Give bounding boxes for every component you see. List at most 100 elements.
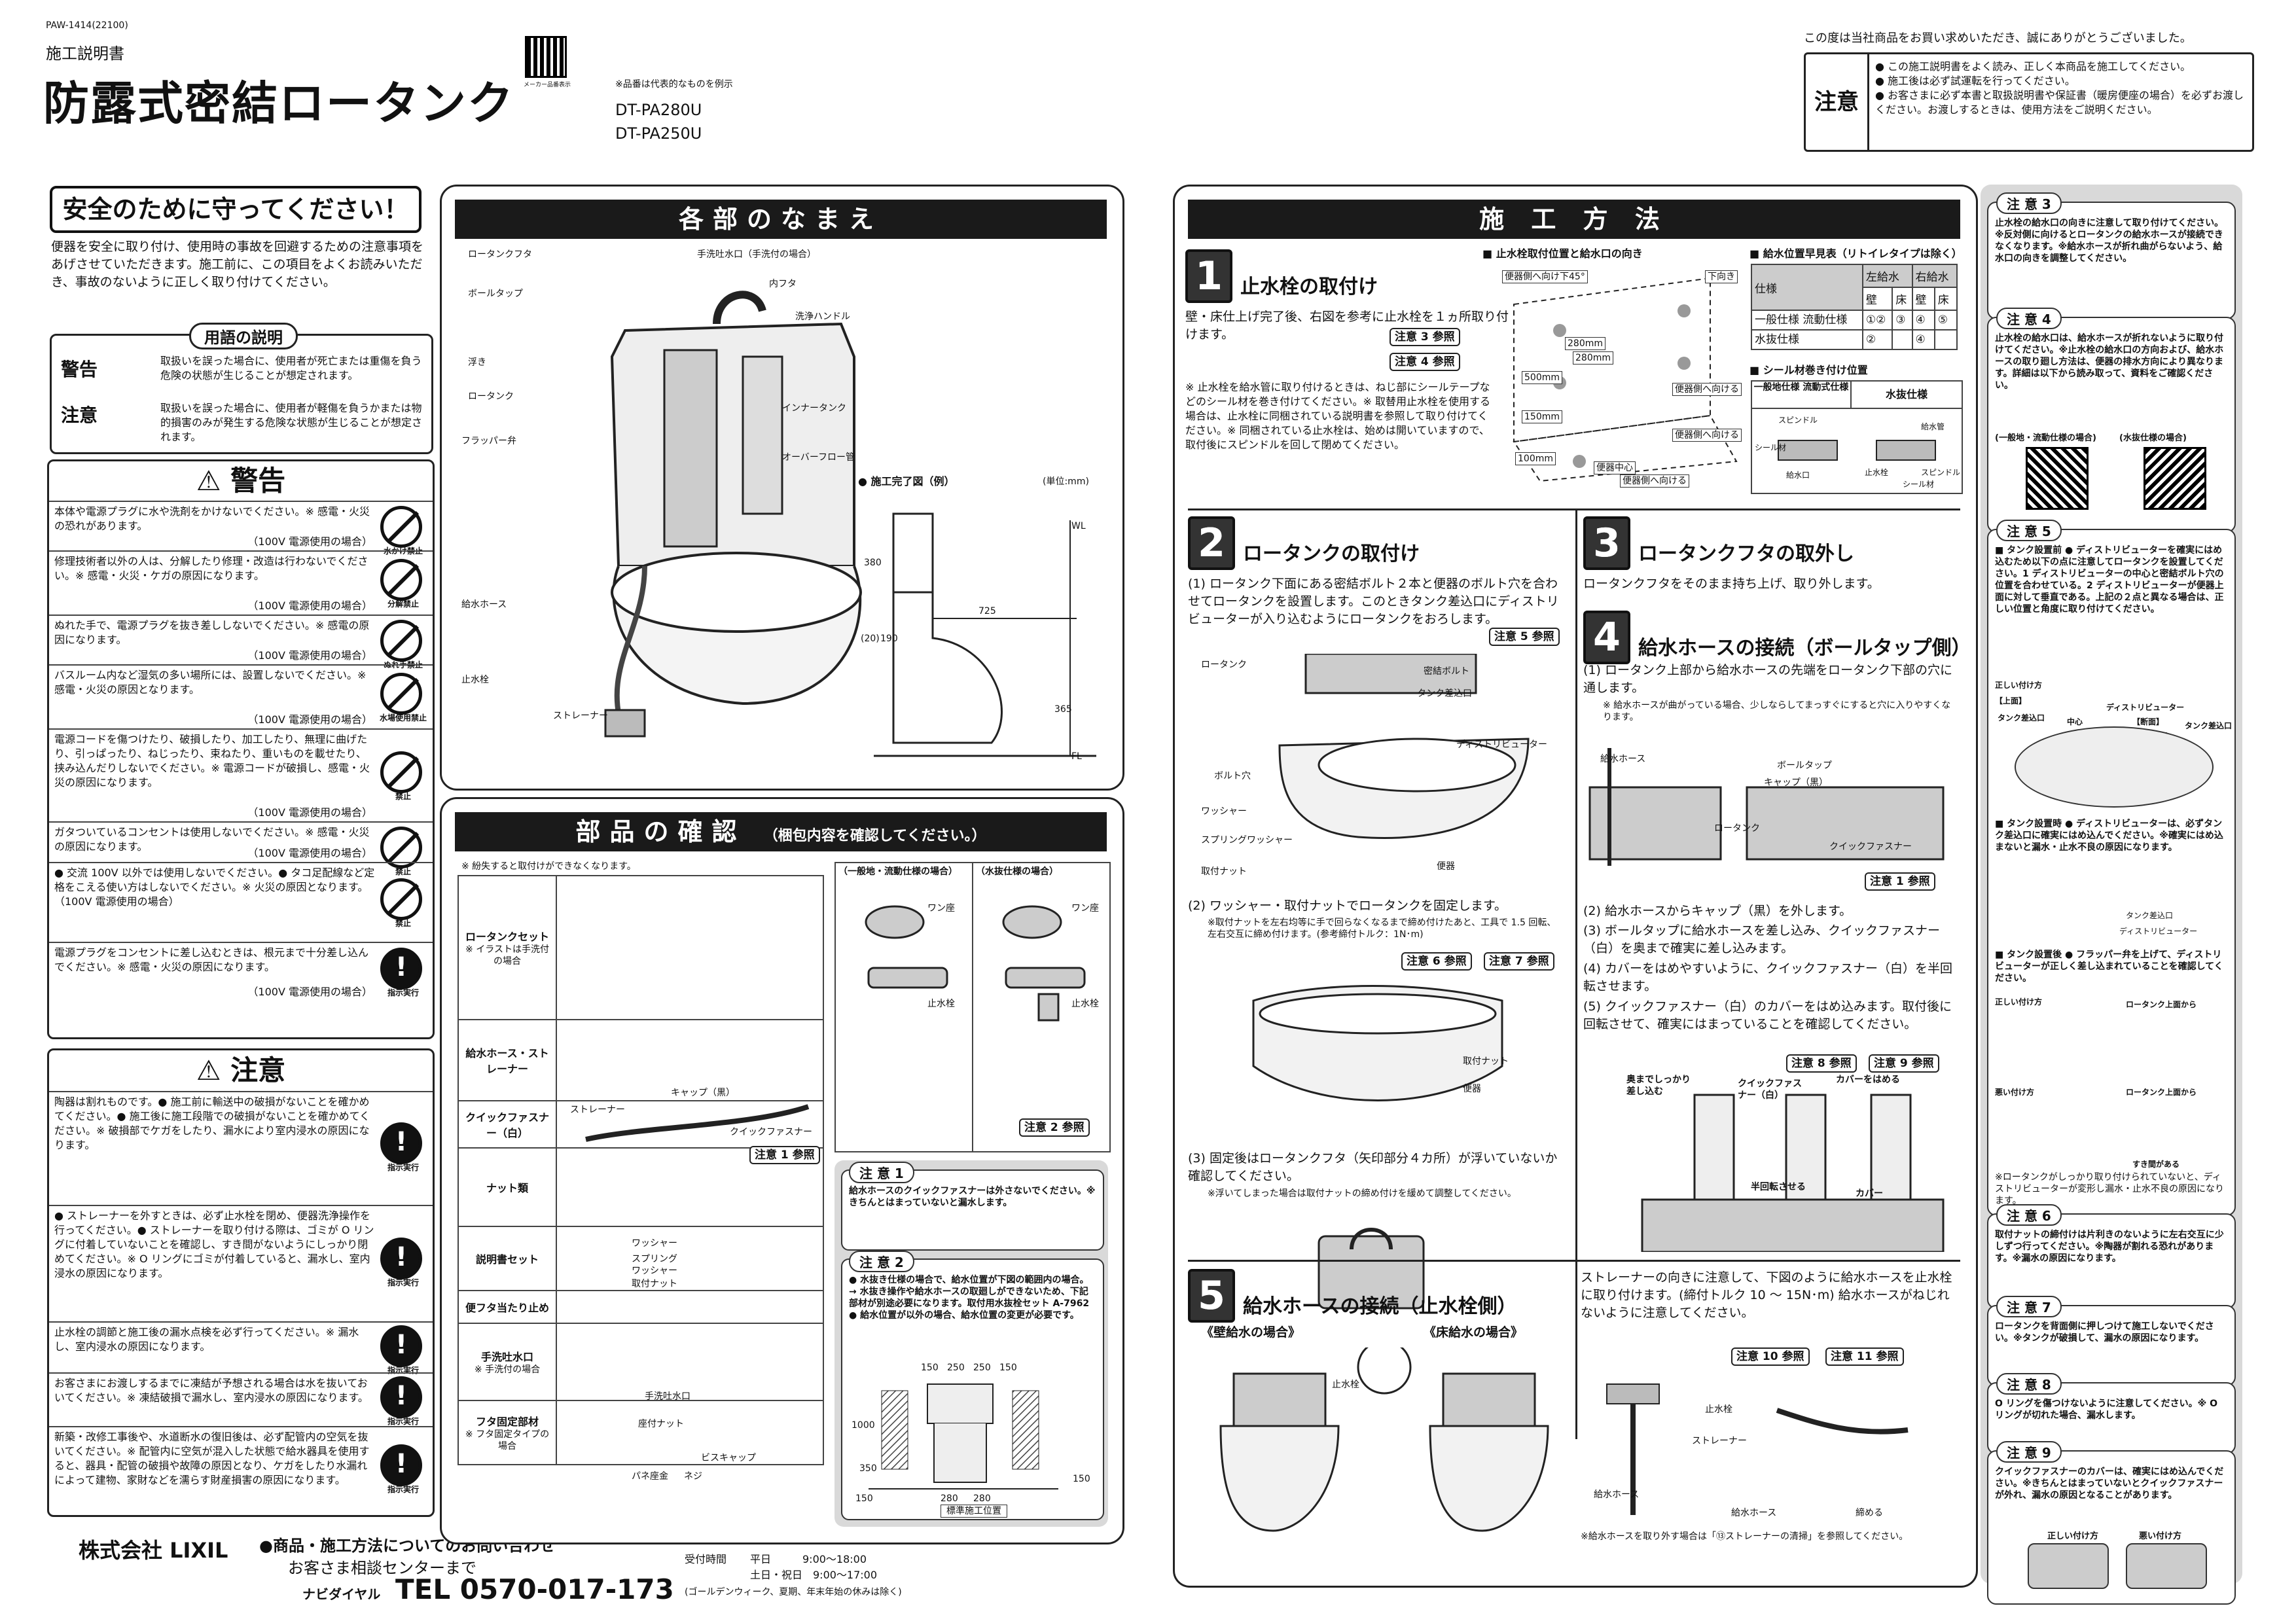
divider: [1188, 508, 1960, 510]
warning-row: ぬれた手で、電源プラグを抜き差ししないでください。※ 感電の原因になります。（1…: [49, 615, 433, 669]
th-left: 左給水: [1861, 264, 1913, 288]
position-title: ■ 止水栓取付位置と給水口の向き: [1482, 247, 1643, 260]
parts-name-cell: 説明書セット: [457, 1226, 557, 1291]
parts-image-cell: [556, 1019, 824, 1101]
part-name-label: ストレーナー: [553, 711, 608, 721]
caution-text: ● ストレーナーを外すときは、必ず止水栓を閉め、便器洗浄操作を行ってください。●…: [54, 1209, 374, 1279]
step-2-label: ボルト穴: [1214, 771, 1251, 781]
part-name-label: 浮き: [468, 357, 486, 368]
part-name: ロータンクセット: [465, 931, 549, 943]
step-4-label: ボールタップ: [1777, 760, 1832, 771]
dimension-unit: (単位:mm): [1043, 476, 1089, 487]
seal-label: 給水管: [1921, 422, 1945, 431]
caution-text: お客さまにお渡しするまでに凍結が予想される場合は水を抜いておいてください。※ 凍…: [54, 1377, 368, 1404]
position-drawing: [1513, 277, 1738, 482]
cell: ④: [1911, 310, 1935, 330]
step-2-label: タンク差込口: [1417, 688, 1472, 699]
part-name: 給水ホース・ストレーナー: [465, 1047, 549, 1075]
shisuisen-label-2: 止水栓: [1071, 999, 1099, 1009]
position-label: 150mm: [1522, 410, 1562, 423]
term-caution-desc: 取扱いを誤った場合に、使用者が軽傷を負うかまたは物的損害のみが発生する危険な状態…: [160, 402, 423, 443]
note-2-tag: 注 意 2: [849, 1251, 914, 1272]
cell: ③: [1892, 310, 1913, 330]
position-label: 280mm: [1573, 351, 1613, 365]
caution-text: 止水栓の調節と施工後の漏水点検を必ず行ってください。※ 漏水し、室内浸水の原因に…: [54, 1326, 359, 1353]
parts-check-bar: 部品の確認 （梱包内容を確認してください。）: [455, 812, 1107, 851]
warning-title: ⚠ 警告: [196, 465, 286, 497]
step-5-label: 給水ホース: [1594, 1489, 1640, 1500]
dimension-title: ● 施工完了図（例）: [858, 475, 955, 488]
parts-check-note: ※ 紛失すると取付けができなくなります。: [461, 861, 636, 872]
side-note-text: ■ タンク設置前 ● ディストリビューターを確実にはめ込むため以下の点に注意して…: [1995, 545, 2224, 615]
step-5-text: ストレーナーの向きに注意して、下図のように給水ホースを止水栓に取り付けます。(締…: [1581, 1270, 1952, 1320]
step-4-label: クイックファスナー: [1829, 842, 1912, 852]
cell: [1892, 329, 1913, 350]
caution-box: 注意 ● この施工説明書をよく読み、正しく本商品を施工してください。 ● 施工後…: [1804, 52, 2254, 152]
company-name: 株式会社 LIXIL: [79, 1538, 228, 1563]
parts-names-title: 各部のなまえ: [455, 200, 1107, 239]
warning-icon-label: 指示実行: [387, 988, 419, 997]
dim-20: (20): [861, 633, 880, 644]
caution-icon: [380, 1122, 422, 1164]
term-caution: 注意: [61, 404, 98, 426]
step-4-illustration: [1588, 748, 1945, 866]
step-1: 1 止水栓の取付け 壁・床仕上げ完了後、右図を参考に止水栓を１ヵ所取り付けます。…: [1185, 249, 1539, 668]
step-3-number: 3: [1583, 516, 1630, 570]
step-1-notes: ※ 止水栓を給水管に取り付けるときは、ねじ部にシールテープなどのシール材を巻き付…: [1185, 381, 1491, 451]
th-wall: 壁: [1911, 287, 1935, 311]
side-note-tag: 注 意 6: [1996, 1204, 2062, 1226]
tel-number: TEL 0570-017-173: [395, 1573, 674, 1605]
divider: [1188, 1260, 1960, 1262]
step-2-number: 2: [1188, 516, 1235, 570]
caution-item: ● 施工後は必ず試運転を行ってください。: [1875, 75, 2075, 87]
parts-image-cell: [556, 1323, 824, 1401]
step-2-label: 密結ボルト: [1424, 666, 1469, 677]
dim-380: 380: [864, 558, 882, 568]
seal-label: 止水栓: [1865, 468, 1889, 477]
wanza-label-1: ワン座: [927, 903, 955, 914]
part-name-label: 給水ホース: [461, 599, 507, 610]
parts-name-cell: ナット類: [457, 1147, 557, 1227]
part-sub: ※ 手洗付の場合: [474, 1364, 541, 1375]
side-note-text-4: ※ロータンクがしっかり取り付けられていないと、ディストリビューターが変形し漏水・…: [1995, 1172, 2224, 1206]
side-note-text: O リングを傷つけないように注意してください。※ O リングが切れた場合、漏水し…: [1995, 1399, 2218, 1421]
side-note-text-2: ■ タンク設置時 ● ディストリビューターは、必ずタンク差込口に確実にはめ込んで…: [1995, 819, 2223, 853]
warning-text: 修理技術者以外の人は、分解したり修理・改造は行わないでください。※ 感電・火災・…: [54, 555, 368, 582]
step-5-title: 給水ホースの接続（止水栓側）: [1243, 1295, 1517, 1318]
step-4-text-1: (1) ロータンク上部から給水ホースの先端をロータンク下部の穴に通します。: [1583, 663, 1953, 695]
caution-row: 陶器は割れものです。● 施工前に輸送中の破損がないことを確かめてください。● 施…: [49, 1091, 433, 1205]
warning-icon: [380, 751, 422, 793]
warning-row: 電源プラグをコンセントに差し込むときは、根元まで十分差し込んでください。※ 感電…: [49, 942, 433, 1001]
image-note: ※品番は代表的なものを例示: [615, 79, 733, 90]
note-5-label: ディストリビューター: [2119, 927, 2198, 936]
warning-icon: [380, 827, 422, 868]
parts-name-cell: 手洗吐水口※ 手洗付の場合: [457, 1323, 557, 1401]
seal-label: スピンドル: [1921, 468, 1961, 477]
parts-row: フタ固定部材※ フタ固定タイプの場合: [457, 1400, 824, 1465]
note-1-tag: 注 意 1: [849, 1162, 914, 1183]
warning-text: 電源プラグをコンセントに差し込むときは、根元まで十分差し込んでください。※ 感電…: [54, 946, 369, 973]
step-4-label: 給水ホース: [1600, 754, 1646, 764]
part-name-label: 止水栓: [461, 675, 489, 685]
th-wall: 壁: [1861, 287, 1893, 311]
seal-label: シール材: [1903, 480, 1935, 489]
side-note-text-3: ■ タンク設置後 ● フラッパー弁を上げて、ディストリビューターが正しく差し込ま…: [1995, 950, 2223, 984]
parts-table: ロータンクセット※ イラストは手洗付の場合給水ホース・ストレーナークイックファス…: [457, 875, 824, 1465]
step-5-strainer-illustration: [1606, 1383, 1909, 1515]
note-2-drawing: [869, 1383, 1058, 1489]
warning-icon-label: 禁止: [395, 919, 411, 928]
parts-name-cell: 便フタ当たり止め: [457, 1290, 557, 1324]
cell: ④: [1911, 329, 1935, 350]
step-3-title: ロータンクフタの取外し: [1638, 543, 1854, 565]
center-label: お客さま相談センターまで: [288, 1559, 476, 1577]
caution-item: ● お客さまに必ず本書と取扱説明書や保証書（暖房便座の場合）を必ずお渡しください…: [1875, 89, 2244, 116]
dim-365: 365: [1054, 704, 1072, 715]
caution-title: ⚠ 注意: [196, 1054, 286, 1086]
cell: 水抜仕様: [1751, 329, 1863, 350]
terms-box: 用語の説明 警告 取扱いを誤った場合に、使用者が死亡または重傷を負う危険の状態が…: [50, 323, 433, 454]
step-2-lid-illustration: [1318, 1228, 1425, 1310]
warning-row: バスルーム内など湿気の多い場所には、設置しないでください。※ 感電・火災の原因と…: [49, 664, 433, 728]
note-5-label: ディストリビューター: [2106, 703, 2185, 712]
